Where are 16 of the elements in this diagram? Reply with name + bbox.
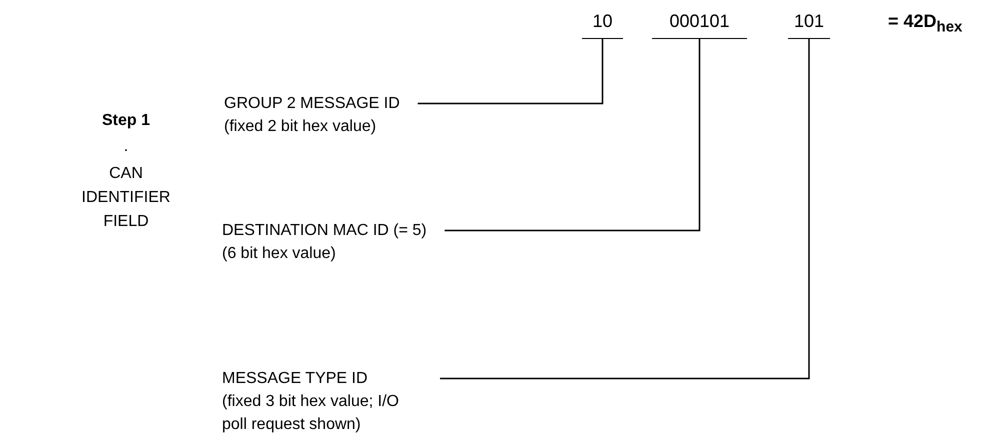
bit-field: 10 (582, 10, 623, 39)
leader-line (444, 39, 700, 232)
separator-dot: . (122, 138, 130, 156)
field-description: (fixed 3 bit hex value; I/O poll request shown) (222, 392, 400, 435)
leader-line (440, 39, 810, 380)
field-name: DESTINATION MAC ID (= 5) (222, 221, 427, 241)
bit-field: 101 (788, 10, 830, 39)
bit-field: 000101 (652, 10, 747, 39)
field-name: GROUP 2 MESSAGE ID (224, 94, 400, 114)
field-description: (fixed 2 bit hex value) (224, 117, 378, 137)
field-title: CAN IDENTIFIER FIELD (80, 164, 172, 232)
step-heading: Step 1 (100, 112, 151, 130)
field-description: (6 bit hex value) (222, 244, 337, 264)
leader-line (418, 39, 604, 104)
field-name: MESSAGE TYPE ID (222, 369, 369, 389)
hex-result: = 42D$_{hex}$ (888, 10, 964, 38)
